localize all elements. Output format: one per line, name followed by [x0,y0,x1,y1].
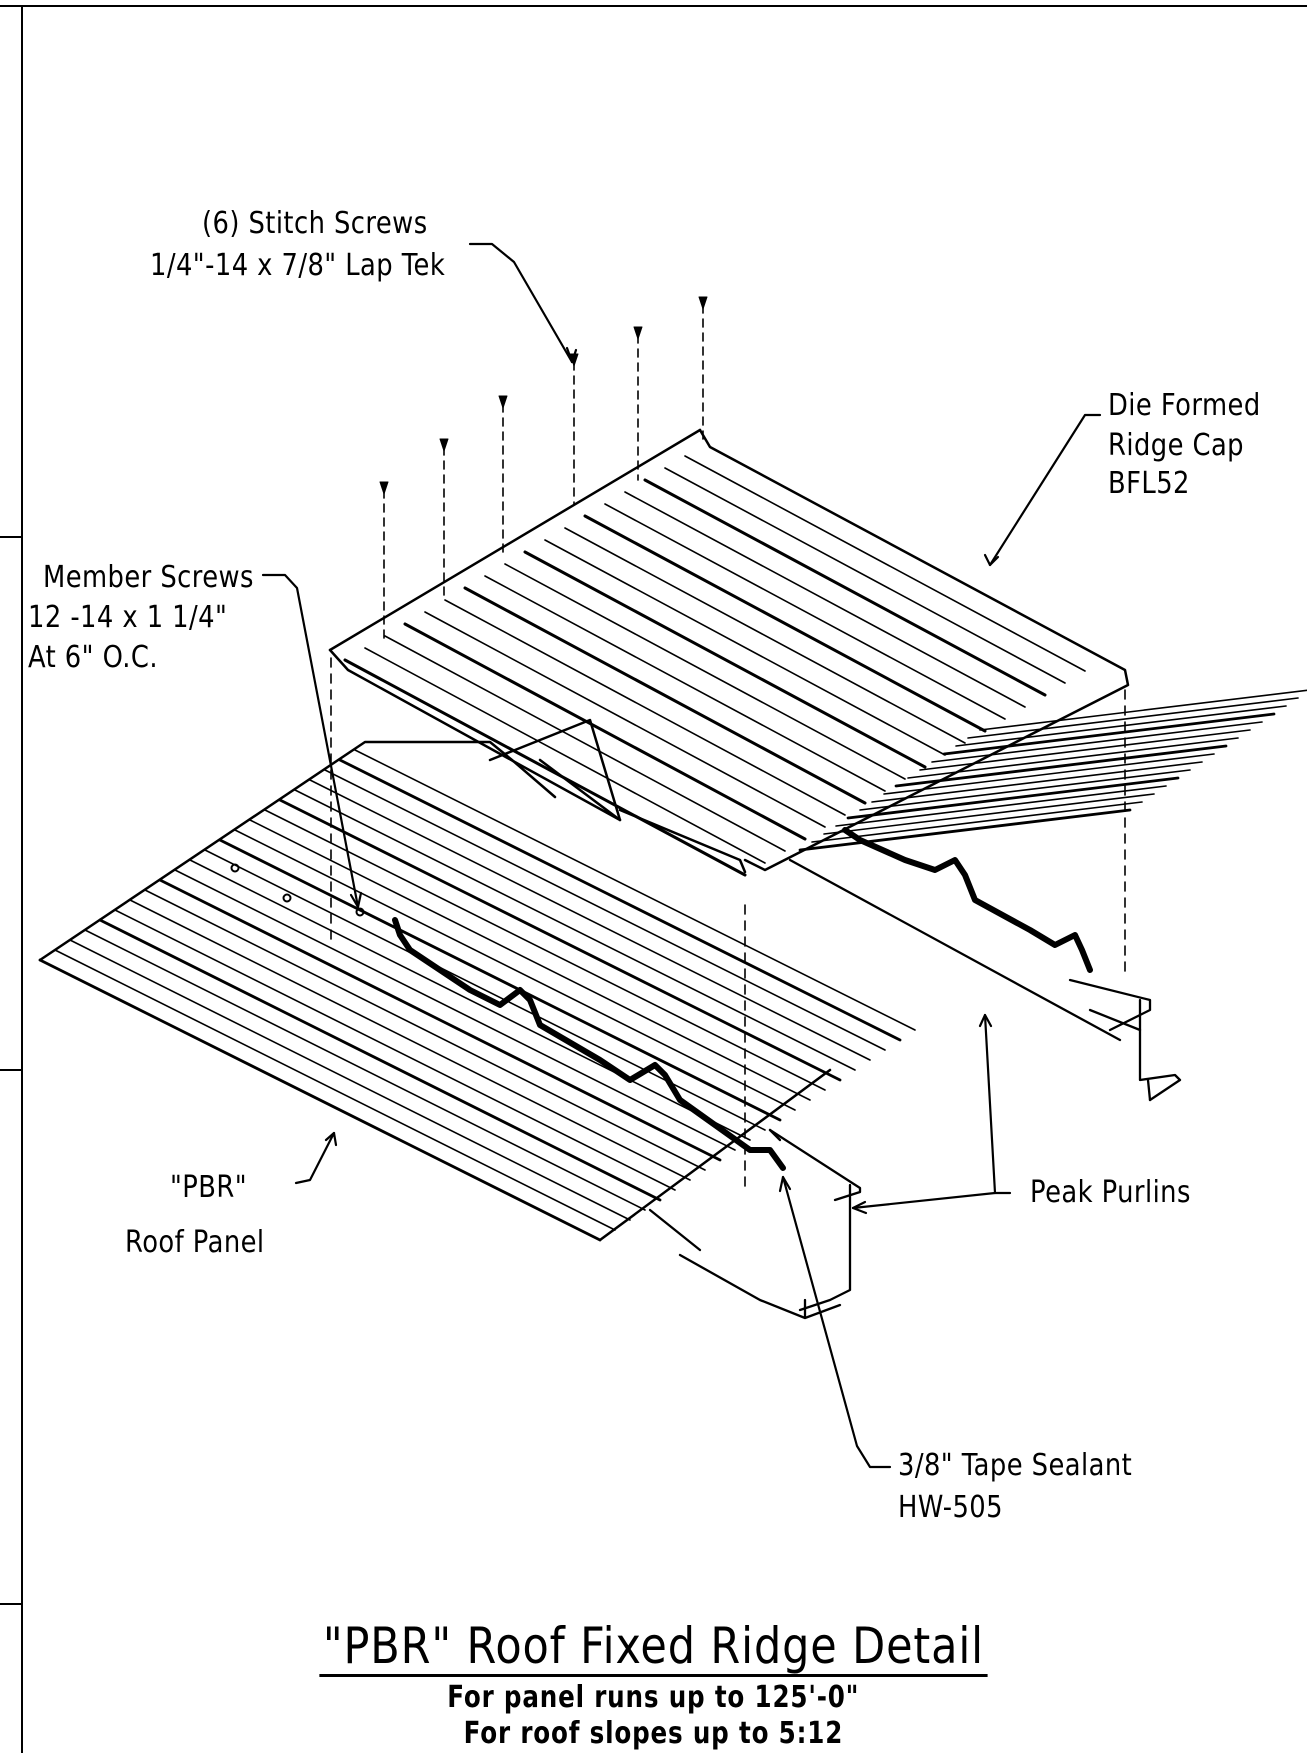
roof-panel-label-line1: "PBR" [170,1170,248,1205]
leader-lines [261,242,1102,1469]
ridge-cap [328,428,1130,877]
ridge-cap-label-line3: BFL52 [1108,466,1190,501]
roof-panel-left [38,740,916,1242]
roof-panel-right [798,689,1307,852]
sheet-border [0,5,1307,1753]
roof-panel-label-line2: Roof Panel [125,1225,265,1260]
member-screws-label-line2: 12 -14 x 1 1/4" [28,600,228,635]
peak-purlin-front [648,1128,862,1320]
stitch-screws [379,296,708,641]
alignment-lines [330,657,1126,1191]
ridge-cap-label-line2: Ridge Cap [1108,428,1245,463]
member-screws-label-line1: Member Screws [43,560,254,595]
drawing-subtitle-2-text: For roof slopes up to 5:12 [463,1716,844,1751]
stitch-screws-label-line1: (6) Stitch Screws [202,206,428,241]
drawing-title-text: "PBR" Roof Fixed Ridge Detail [319,1618,988,1677]
drawing-subtitle-1: For panel runs up to 125'-0" [0,1680,1307,1716]
tape-sealant-line [392,827,1093,1171]
tape-sealant-label-line2: HW-505 [898,1490,1004,1525]
peak-purlin-back [788,858,1182,1102]
drawing-title: "PBR" Roof Fixed Ridge Detail [0,1618,1307,1677]
member-screws-label-line3: At 6" O.C. [28,640,158,675]
drawing-subtitle-1-text: For panel runs up to 125'-0" [447,1680,860,1715]
stitch-screws-label-line2: 1/4"-14 x 7/8" Lap Tek [150,248,446,283]
member-screw-heads [230,863,365,917]
tape-sealant-label-line1: 3/8" Tape Sealant [898,1448,1133,1483]
ridge-cap-label-line1: Die Formed [1108,388,1261,423]
drawing-subtitle-2: For roof slopes up to 5:12 [0,1716,1307,1752]
peak-purlins-label: Peak Purlins [1030,1175,1191,1210]
